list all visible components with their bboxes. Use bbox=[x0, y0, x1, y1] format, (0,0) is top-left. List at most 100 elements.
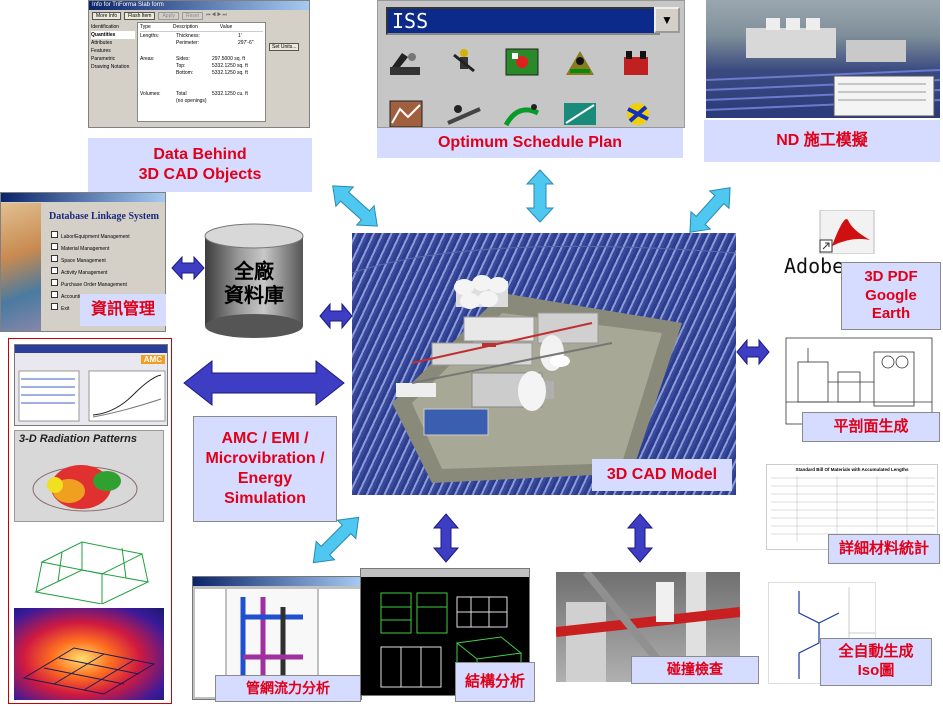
bom-title: Standard Bill Of Materials with Accumula… bbox=[795, 467, 909, 472]
arrow-database-cad bbox=[319, 302, 353, 330]
label-schedule: Optimum Schedule Plan bbox=[377, 128, 683, 158]
green-path-icon[interactable] bbox=[504, 99, 540, 127]
label-structure: 結構分析 bbox=[455, 662, 535, 702]
row-perimeter: Perimeter: bbox=[176, 40, 200, 46]
amc-title-bar bbox=[15, 345, 167, 353]
nd-simulation-render bbox=[706, 0, 940, 118]
row-top: Top: bbox=[176, 63, 186, 69]
set-units-button[interactable]: Set Units... bbox=[269, 43, 300, 51]
val-top: 5332.1250 sq. ft bbox=[212, 63, 248, 69]
tab-parametric[interactable]: Parametric bbox=[91, 56, 116, 62]
row-total: Total bbox=[176, 91, 187, 97]
iss-toolbar-panel: ISS ▼ bbox=[377, 0, 685, 128]
amc-software-window: AMC bbox=[14, 344, 168, 426]
db-side-art bbox=[1, 203, 41, 331]
table-header: Type Description Value bbox=[140, 24, 263, 32]
nav-arrows-icon[interactable]: ⏮◀▶⏭ bbox=[206, 12, 228, 18]
amc-logo: AMC bbox=[140, 355, 165, 364]
survey-icon[interactable] bbox=[562, 99, 598, 127]
db-menu-item[interactable]: Labor/Equipment Management bbox=[51, 231, 130, 243]
info-tab-list: Identification Quantities Attributes Fea… bbox=[89, 22, 137, 122]
col-value: Value bbox=[219, 24, 233, 30]
label-clash-check: 碰撞檢查 bbox=[631, 656, 759, 684]
db-menu-item[interactable]: Material Management bbox=[51, 243, 130, 255]
site-plan-icon[interactable] bbox=[504, 47, 540, 77]
window-title: Info for TriForma Slab form bbox=[89, 1, 309, 10]
wall-build-icon[interactable] bbox=[620, 47, 656, 77]
crane-worker-icon[interactable] bbox=[562, 47, 598, 77]
tab-drawing-notation[interactable]: Drawing Notation bbox=[91, 64, 130, 70]
row-volumes: Volumes: bbox=[140, 91, 161, 97]
db-menu-item[interactable]: Purchase Order Management bbox=[51, 279, 130, 291]
tab-features[interactable]: Features bbox=[91, 48, 111, 54]
label-info-management: 資訊管理 bbox=[80, 294, 166, 326]
arrow-info-database bbox=[171, 255, 205, 281]
tab-attributes[interactable]: Attributes bbox=[91, 40, 113, 46]
label-section-generation: 平剖面生成 bbox=[802, 412, 940, 442]
reset-button[interactable]: Reset bbox=[181, 12, 204, 20]
db-menu-item[interactable]: Activity Management bbox=[51, 267, 130, 279]
set-units-area: Set Units... bbox=[269, 22, 309, 122]
flash-item-button[interactable]: Flash Item bbox=[124, 12, 156, 20]
db-title: Database Linkage System bbox=[49, 211, 160, 222]
pipe-laying-icon[interactable] bbox=[446, 99, 482, 127]
col-description: Description bbox=[172, 24, 198, 30]
db-window-title bbox=[1, 193, 165, 202]
row-no-openings: (no openings) bbox=[176, 98, 207, 104]
radiation-title: 3-D Radiation Patterns bbox=[19, 433, 137, 445]
arrow-schedule bbox=[525, 169, 555, 223]
worker-icon[interactable] bbox=[446, 47, 482, 77]
row-thickness: Thickness: bbox=[176, 33, 200, 39]
structure-menu-bar bbox=[361, 569, 529, 577]
row-bottom: Bottom: bbox=[176, 70, 194, 76]
schedule-icon-grid bbox=[388, 47, 656, 127]
label-amc-simulation: AMC / EMI / Microvibration / Energy Simu… bbox=[193, 416, 337, 522]
apply-button[interactable]: Apply bbox=[158, 12, 179, 20]
val-thickness: 1' bbox=[238, 33, 242, 39]
more-info-button[interactable]: More Info bbox=[92, 12, 122, 20]
arrow-structure bbox=[432, 513, 460, 563]
wireframe-model-view bbox=[22, 522, 164, 604]
blue-yellow-icon[interactable] bbox=[620, 99, 656, 127]
label-pipe-flow: 管網流力分析 bbox=[215, 675, 361, 702]
pipe-flow-window bbox=[192, 576, 362, 700]
col-type: Type bbox=[140, 24, 151, 30]
row-lengths: Lengths: bbox=[140, 33, 160, 39]
val-bottom: 5332.1250 sq. ft bbox=[212, 70, 248, 76]
excavation-icon[interactable] bbox=[388, 47, 424, 77]
adobe-text: Adobe bbox=[784, 254, 845, 278]
thermal-simulation-view bbox=[14, 608, 164, 700]
triforma-info-window: Info for TriForma Slab form More Info Fl… bbox=[88, 0, 310, 128]
db-menu-item[interactable]: Space Management bbox=[51, 255, 130, 267]
arrow-cad-pdf bbox=[736, 338, 770, 366]
val-volume: 5332.1250 cu. ft bbox=[212, 91, 248, 97]
arrow-data-behind bbox=[332, 185, 378, 227]
chevron-down-icon[interactable]: ▼ bbox=[654, 7, 680, 33]
db-menu-item[interactable]: Exit bbox=[51, 303, 130, 315]
label-iso: 全自動生成 Iso圖 bbox=[820, 638, 932, 686]
arrow-clash bbox=[626, 513, 654, 563]
label-cad-model: 3D CAD Model bbox=[592, 459, 732, 491]
row-sides: Sides: bbox=[176, 56, 190, 62]
arrow-nd bbox=[689, 187, 731, 233]
map-icon[interactable] bbox=[388, 99, 424, 127]
radiation-pattern-view: 3-D Radiation Patterns bbox=[14, 430, 164, 522]
label-3d-pdf: 3D PDF Google Earth bbox=[841, 262, 941, 330]
quantities-table: Type Description Value Lengths: Thicknes… bbox=[137, 22, 266, 122]
arrow-amc-cad bbox=[183, 359, 345, 407]
arrow-pipe-flow bbox=[312, 516, 360, 564]
plant-database-cylinder: 全廠 資料庫 bbox=[203, 222, 305, 340]
val-perimeter: 297'-6" bbox=[238, 40, 254, 46]
tab-quantities[interactable]: Quantities bbox=[91, 31, 135, 39]
label-data-behind: Data Behind 3D CAD Objects bbox=[88, 138, 312, 192]
cad-model-render: 3D CAD Model bbox=[352, 233, 736, 495]
database-label: 全廠 資料庫 bbox=[224, 261, 284, 307]
val-sides: 297.5000 sq. ft bbox=[212, 56, 246, 62]
adobe-pdf-icon bbox=[818, 210, 876, 254]
pipe-window-title bbox=[193, 577, 361, 586]
iss-select[interactable]: ISS bbox=[386, 7, 660, 35]
tab-identification[interactable]: Identification bbox=[91, 24, 120, 30]
label-bom: 詳細材料統計 bbox=[828, 534, 940, 564]
row-areas: Areas: bbox=[140, 56, 155, 62]
